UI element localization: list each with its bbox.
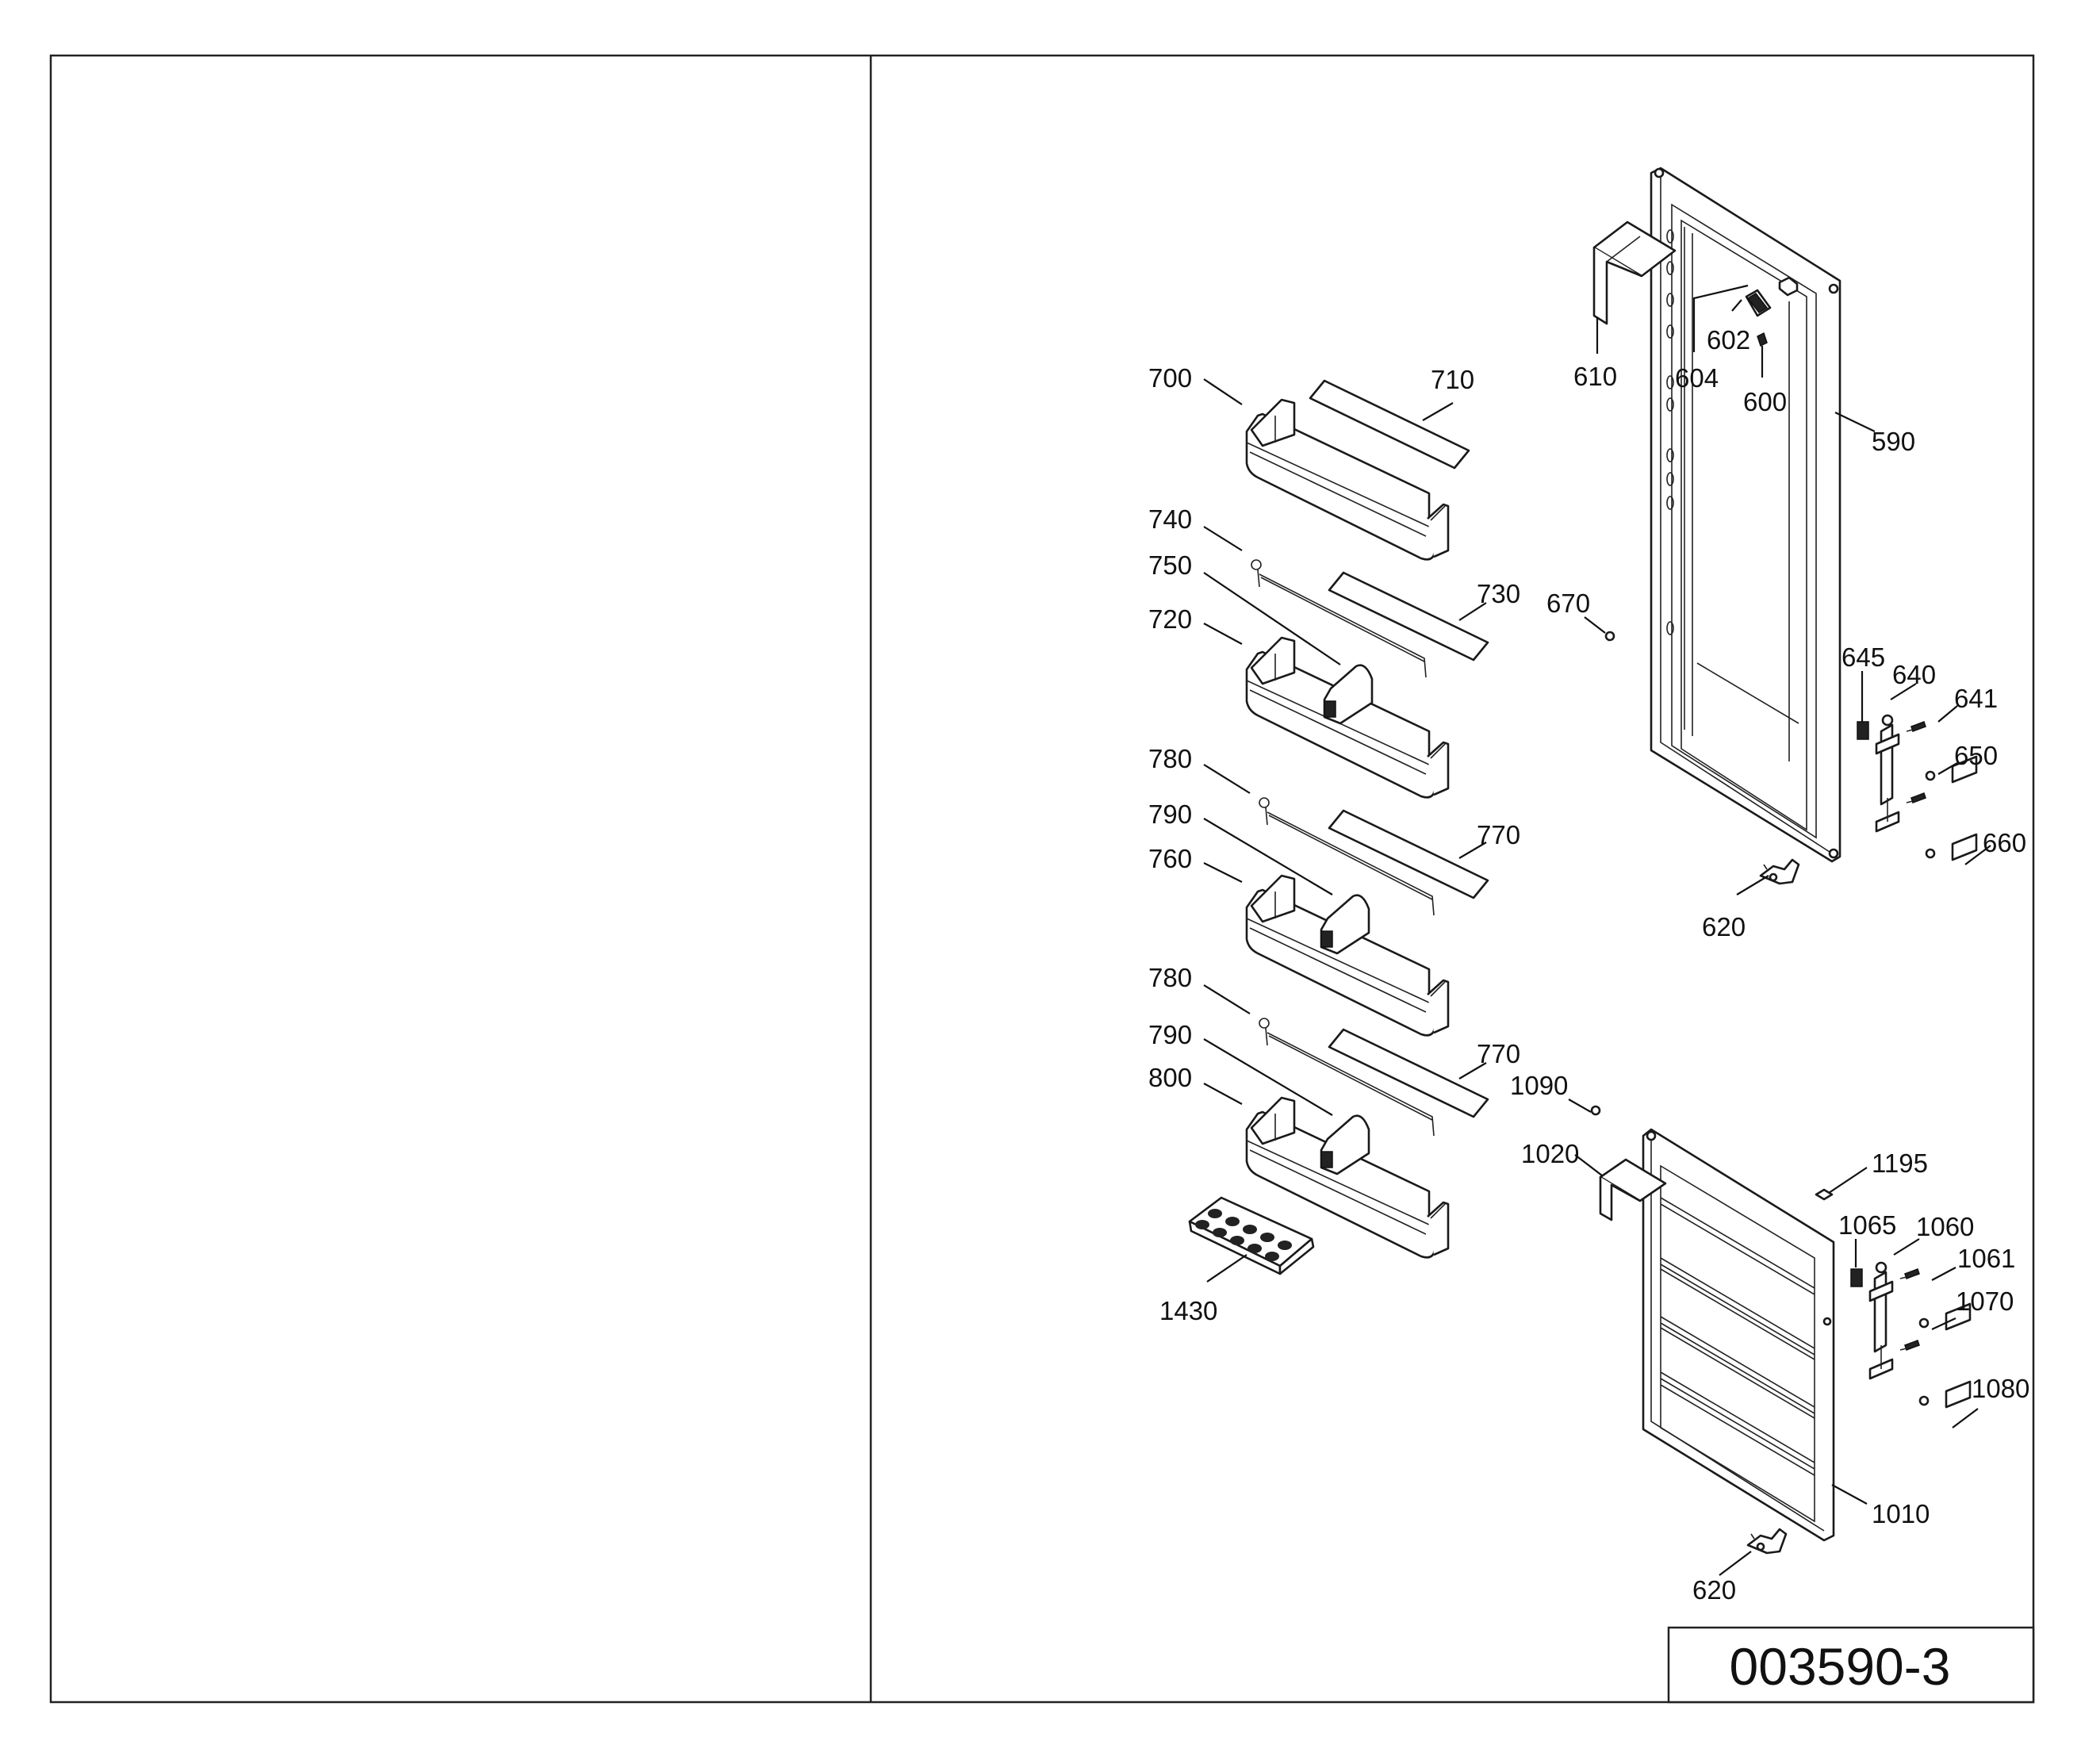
- label-730: 730: [1477, 579, 1520, 608]
- label-620-upper: 620: [1702, 912, 1746, 941]
- label-700: 700: [1148, 363, 1192, 393]
- label-1070: 1070: [1956, 1287, 2014, 1316]
- drawing-code: 003590-3: [1730, 1637, 1951, 1696]
- drawing-frame: [49, 54, 2035, 1704]
- label-790-lower: 790: [1148, 1020, 1192, 1049]
- label-1020: 1020: [1521, 1139, 1579, 1168]
- hinge-640: [1856, 714, 1978, 861]
- catch-620-lower: [1746, 1528, 1788, 1555]
- upper-door-590: [1650, 167, 1841, 863]
- label-750: 750: [1148, 550, 1192, 580]
- label-780-upper: 780: [1148, 744, 1192, 773]
- bin-700: [1245, 398, 1450, 561]
- strip-770-lower: [1328, 1028, 1489, 1118]
- label-780-lower: 780: [1148, 963, 1192, 992]
- label-660: 660: [1983, 828, 2026, 857]
- bin-760: [1245, 874, 1450, 1037]
- label-800: 800: [1148, 1063, 1192, 1092]
- handle-1020: [1599, 1158, 1667, 1221]
- screw-1090: [1590, 1105, 1601, 1116]
- part-602: [1778, 276, 1799, 297]
- label-640: 640: [1892, 660, 1936, 689]
- label-620-lower: 620: [1692, 1575, 1736, 1605]
- label-1090: 1090: [1510, 1071, 1568, 1100]
- label-1080: 1080: [1972, 1374, 2029, 1403]
- hinge-1060: [1849, 1261, 1972, 1409]
- label-720: 720: [1148, 604, 1192, 634]
- label-1010: 1010: [1872, 1499, 1930, 1528]
- label-710: 710: [1431, 365, 1474, 394]
- label-740: 740: [1148, 504, 1192, 534]
- lower-door-1010: [1642, 1128, 1835, 1542]
- label-641: 641: [1954, 684, 1998, 713]
- egg-tray-1430: [1188, 1196, 1315, 1275]
- label-602: 602: [1707, 325, 1750, 355]
- catch-620-upper: [1759, 858, 1800, 885]
- label-610: 610: [1573, 362, 1617, 391]
- label-760: 760: [1148, 844, 1192, 873]
- label-590: 590: [1872, 427, 1915, 456]
- label-604: 604: [1675, 363, 1719, 393]
- label-1061: 1061: [1957, 1244, 2015, 1273]
- part-labels: 700 710 740 750 730 720 780 790 770 760 …: [1148, 325, 2029, 1605]
- label-770-lower: 770: [1477, 1039, 1520, 1068]
- title-block: [1667, 1626, 2035, 1704]
- label-770-upper: 770: [1477, 820, 1520, 849]
- label-1195: 1195: [1872, 1149, 1928, 1178]
- label-1065: 1065: [1838, 1210, 1896, 1240]
- label-645: 645: [1841, 642, 1885, 672]
- label-670: 670: [1546, 589, 1590, 618]
- part-604: [1745, 289, 1772, 317]
- label-1430: 1430: [1159, 1296, 1217, 1325]
- handle-610: [1592, 220, 1677, 325]
- label-1060: 1060: [1916, 1212, 1974, 1241]
- label-650: 650: [1954, 741, 1998, 770]
- screw-670: [1604, 631, 1615, 642]
- part-600: [1757, 332, 1768, 347]
- label-790-upper: 790: [1148, 800, 1192, 829]
- plug-1195: [1815, 1188, 1834, 1201]
- leader-lines: [1203, 284, 1991, 1576]
- label-600: 600: [1743, 387, 1787, 416]
